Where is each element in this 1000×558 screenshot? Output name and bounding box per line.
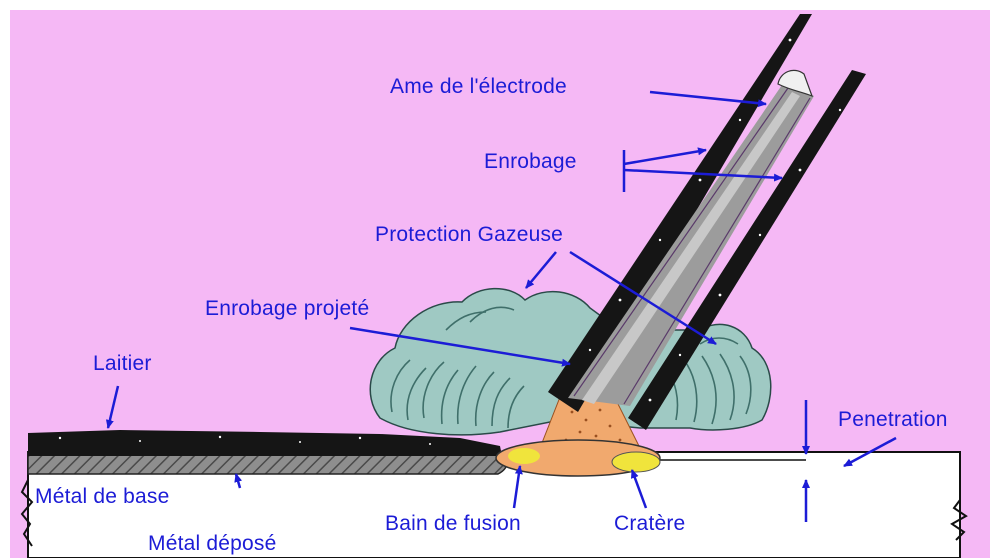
arrow-protection-1 bbox=[526, 252, 556, 288]
slag-layer bbox=[28, 430, 502, 456]
arrow-enrobage-1 bbox=[624, 150, 706, 164]
crater bbox=[612, 452, 660, 472]
label-bain-de-fusion: Bain de fusion bbox=[385, 512, 521, 536]
label-laitier: Laitier bbox=[93, 352, 152, 376]
label-metal-depose: Métal déposé bbox=[148, 532, 276, 556]
label-cratere: Cratère bbox=[614, 512, 685, 536]
weld-pool-bright-left bbox=[508, 448, 540, 464]
label-metal-de-base: Métal de base bbox=[35, 485, 170, 509]
label-penetration: Penetration bbox=[838, 408, 948, 432]
label-ame-electrode: Ame de l'électrode bbox=[390, 75, 567, 99]
label-protection-gazeuse: Protection Gazeuse bbox=[375, 223, 563, 247]
arrow-laitier bbox=[108, 386, 118, 428]
label-enrobage-projete: Enrobage projeté bbox=[205, 297, 369, 321]
label-enrobage: Enrobage bbox=[484, 150, 577, 174]
